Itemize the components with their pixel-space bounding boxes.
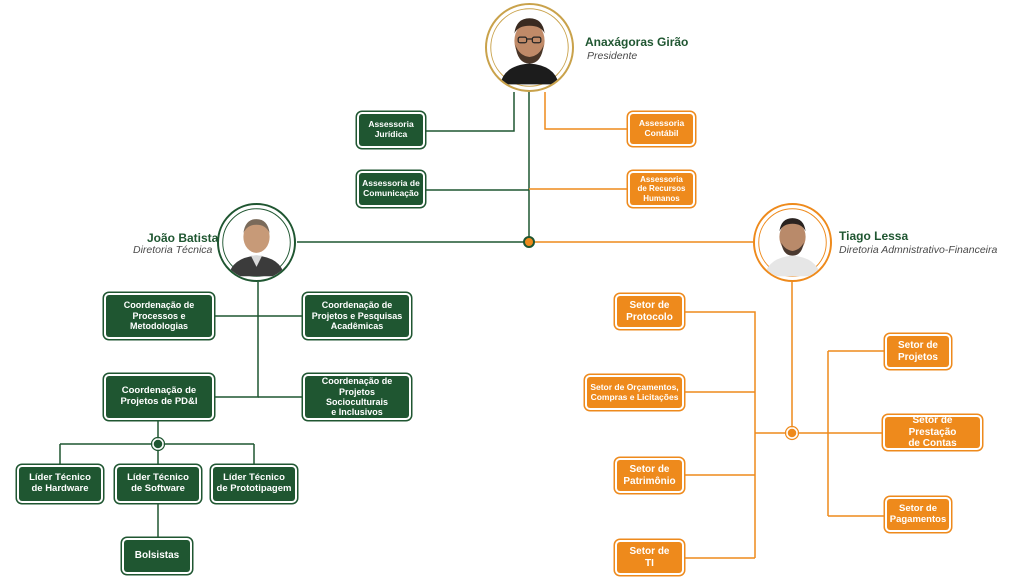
bolsistas-box: Bolsistas bbox=[124, 540, 190, 572]
president-role: Presidente bbox=[587, 50, 638, 62]
technical-name: João Batista bbox=[147, 231, 219, 245]
person-photo-icon bbox=[222, 208, 291, 277]
setor-pagamentos-box: Setor de Pagamentos bbox=[887, 499, 949, 530]
line-joao-trunk bbox=[212, 282, 259, 398]
hub-dot-leaders bbox=[152, 438, 164, 450]
coord-processos-box: Coordenação de Processos e Metodologias bbox=[106, 295, 212, 337]
person-photo-icon bbox=[758, 208, 827, 277]
lider-software-box: Líder Técnico de Software bbox=[117, 467, 199, 501]
setor-protocolo-box: Setor de Protocolo bbox=[617, 296, 682, 327]
line-president-contabil bbox=[544, 92, 630, 130]
hub-dot-main bbox=[523, 236, 535, 248]
assessoria-contabil-box: Assessoria Contábil bbox=[630, 114, 693, 144]
technical-role: Diretoria Técnica bbox=[133, 244, 213, 256]
avatar-admin bbox=[753, 203, 832, 282]
assessoria-rh-box: Assessoria de Recursos Humanos bbox=[630, 173, 693, 205]
assessoria-comunicacao-box: Assessoria de Comunicação bbox=[359, 173, 423, 205]
admin-role: Diretoria Admnistrativo-Financeira bbox=[839, 244, 998, 256]
coord-pesquisas-box: Coordenação de Projetos e Pesquisas Acad… bbox=[305, 295, 409, 337]
line-president-juridica bbox=[424, 92, 515, 132]
person-photo-icon bbox=[490, 8, 569, 87]
setor-projetos-box: Setor de Projetos bbox=[887, 336, 949, 367]
hub-dot-leaders-ring bbox=[150, 436, 166, 452]
avatar-technical bbox=[217, 203, 296, 282]
assessoria-juridica-box: Assessoria Jurídica bbox=[359, 114, 423, 146]
hub-dot-admin bbox=[786, 427, 798, 439]
coord-pdi-box: Coordenação de Projetos de PD&I bbox=[106, 376, 212, 418]
hub-dot-admin-ring bbox=[784, 425, 800, 441]
president-name: Anaxágoras Girão bbox=[585, 35, 689, 49]
setor-ti-box: Setor de TI bbox=[617, 542, 682, 573]
lider-prototipagem-box: Líder Técnico de Prototipagem bbox=[213, 467, 295, 501]
admin-name: Tiago Lessa bbox=[839, 229, 909, 243]
setor-orcamentos-box: Setor de Orçamentos, Compras e Licitaçõe… bbox=[587, 377, 682, 408]
lider-hardware-box: Líder Técnico de Hardware bbox=[19, 467, 101, 501]
line-left-bus bbox=[682, 311, 756, 558]
setor-prestacao-box: Setor de Prestação de Contas bbox=[885, 415, 980, 449]
avatar-president bbox=[485, 3, 574, 92]
coord-socioculturais-box: Coordenação de Projetos Socioculturais e… bbox=[305, 376, 409, 418]
setor-patrimonio-box: Setor de Patrimônio bbox=[617, 460, 682, 491]
